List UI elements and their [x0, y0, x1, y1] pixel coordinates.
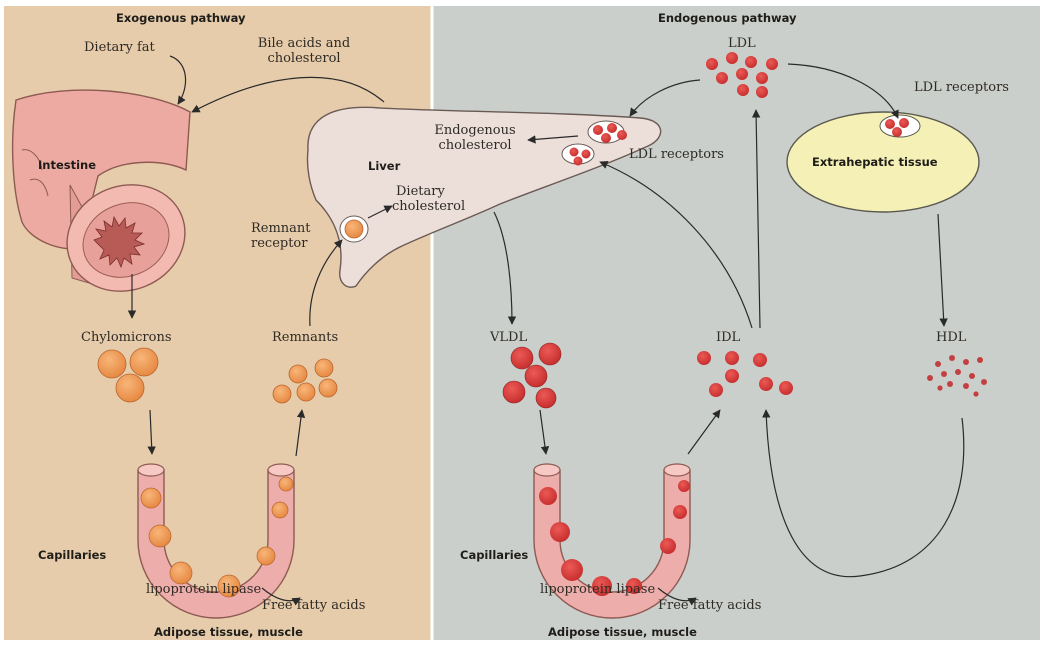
intestine-label: Intestine	[38, 158, 96, 172]
remnants-label: Remnants	[272, 330, 338, 345]
dietary-fat-label: Dietary fat	[84, 40, 155, 55]
endogenous-cholesterol-label: Endogenous cholesterol	[420, 123, 530, 153]
capillaries-right-label: Capillaries	[460, 548, 528, 562]
chylomicrons-label: Chylomicrons	[81, 330, 172, 345]
dietary-cholesterol-line1: Dietary	[392, 184, 465, 199]
bile-acids-label: Bile acids and cholesterol	[240, 36, 368, 66]
remnant-receptor-line1: Remnant	[251, 221, 311, 236]
extrahepatic-tissue-label: Extrahepatic tissue	[812, 155, 938, 169]
remnant-receptor-line2: receptor	[251, 236, 311, 251]
ffa-left-label: Free fatty acids	[262, 598, 365, 613]
remnant-receptor-label: Remnant receptor	[251, 221, 311, 251]
endogenous-cholesterol-line2: cholesterol	[420, 138, 530, 153]
dietary-cholesterol-line2: cholesterol	[392, 199, 465, 214]
lipase-left-label: lipoprotein lipase	[146, 582, 261, 597]
vldl-label: VLDL	[490, 330, 527, 345]
remnant-receptor-particle	[345, 220, 363, 238]
adipose-right-label: Adipose tissue, muscle	[548, 625, 697, 639]
liver-label: Liver	[368, 159, 400, 173]
capillaries-left-label: Capillaries	[38, 548, 106, 562]
endogenous-cholesterol-line1: Endogenous	[420, 123, 530, 138]
tissue-ldl-receptors-label: LDL receptors	[914, 80, 1009, 95]
liver-ldl-receptors-label: LDL receptors	[629, 147, 724, 162]
endogenous-title: Endogenous pathway	[658, 11, 797, 25]
ffa-right-label: Free fatty acids	[658, 598, 761, 613]
idl-label: IDL	[716, 330, 740, 345]
adipose-left-label: Adipose tissue, muscle	[154, 625, 303, 639]
endogenous-panel	[432, 6, 1040, 640]
exogenous-title: Exogenous pathway	[116, 11, 246, 25]
hdl-label: HDL	[936, 330, 966, 345]
ldl-label: LDL	[728, 36, 756, 51]
bile-acids-line2: cholesterol	[240, 51, 368, 66]
lipase-right-label: lipoprotein lipase	[540, 582, 655, 597]
bile-acids-line1: Bile acids and	[240, 36, 368, 51]
dietary-cholesterol-label: Dietary cholesterol	[392, 184, 465, 214]
